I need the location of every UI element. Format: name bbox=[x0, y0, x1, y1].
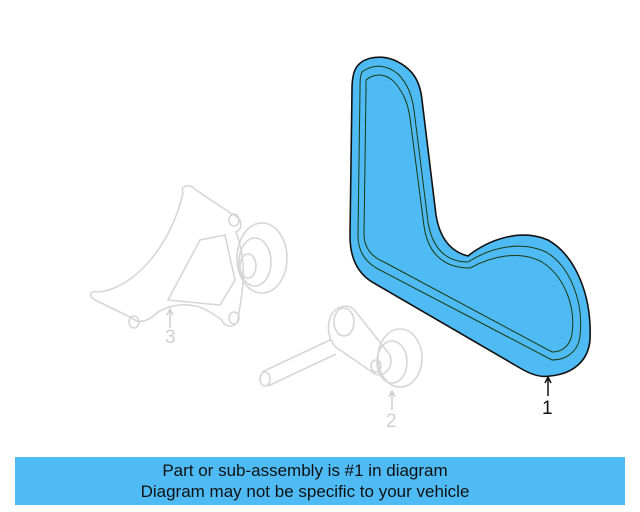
callout-2-label: 2 bbox=[386, 411, 397, 432]
callout-2-arrow bbox=[388, 389, 396, 410]
part-3-bracket[interactable] bbox=[89, 184, 288, 329]
callout-1-label: 1 bbox=[542, 398, 553, 419]
part-2-tensioner[interactable] bbox=[259, 305, 423, 388]
callout-3-label: 3 bbox=[165, 327, 176, 348]
callout-3-arrow bbox=[166, 307, 174, 328]
part-1-belt[interactable] bbox=[349, 56, 591, 378]
banner-line-1: Part or sub-assembly is #1 in diagram bbox=[162, 461, 448, 480]
callout-1-arrow bbox=[544, 375, 552, 396]
info-banner: Part or sub-assembly is #1 in diagram Di… bbox=[15, 457, 625, 505]
banner-line-2: Diagram may not be specific to your vehi… bbox=[140, 482, 470, 501]
